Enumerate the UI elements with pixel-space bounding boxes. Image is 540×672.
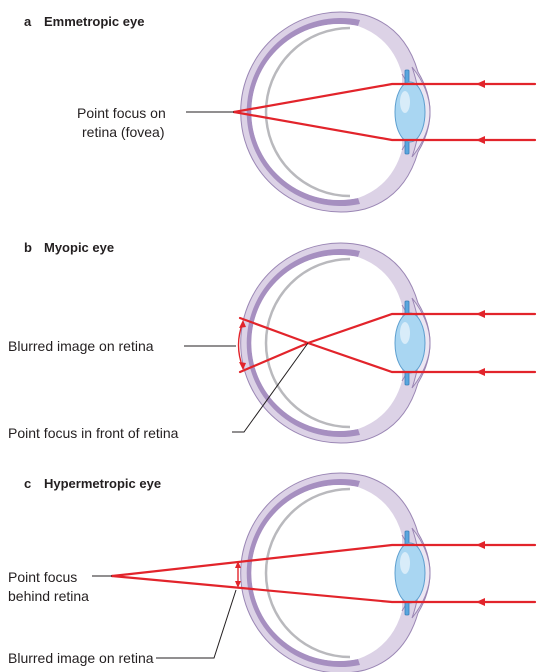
blurred-image-label: Blurred image on retina: [8, 650, 154, 666]
panel-a: a Emmetropic eye Point focus on retina (…: [24, 12, 535, 212]
point-focus-label-line1: Point focus on: [77, 105, 166, 121]
upper-arrowhead: [476, 80, 485, 88]
point-focus-behind-label-line2: behind retina: [8, 588, 89, 604]
point-focus-label-line2: retina (fovea): [82, 124, 164, 140]
panel-b-letter: b: [24, 240, 32, 255]
panel-b: b Myopic eye Blurred image on retina Poi…: [8, 240, 535, 443]
panel-c: c Hypermetropic eye Point focus behind r…: [8, 473, 535, 672]
lower-arrowhead: [476, 598, 485, 606]
panel-c-title: Hypermetropic eye: [44, 476, 161, 491]
myopic-eye-drawing: [241, 243, 430, 443]
emmetropic-eye-drawing: [241, 12, 430, 212]
blurred-image-label: Blurred image on retina: [8, 338, 154, 354]
lower-arrowhead: [476, 136, 485, 144]
lower-arrowhead: [476, 368, 485, 376]
blur-leader-line: [156, 590, 236, 658]
upper-arrowhead: [476, 541, 485, 549]
upper-arrowhead: [476, 310, 485, 318]
point-focus-behind-label-line1: Point focus: [8, 569, 77, 585]
panel-a-title: Emmetropic eye: [44, 14, 144, 29]
point-focus-front-label: Point focus in front of retina: [8, 425, 179, 441]
panel-c-letter: c: [24, 476, 31, 491]
panel-b-title: Myopic eye: [44, 240, 114, 255]
hypermetropic-eye-drawing: [241, 473, 430, 672]
panel-a-letter: a: [24, 14, 32, 29]
